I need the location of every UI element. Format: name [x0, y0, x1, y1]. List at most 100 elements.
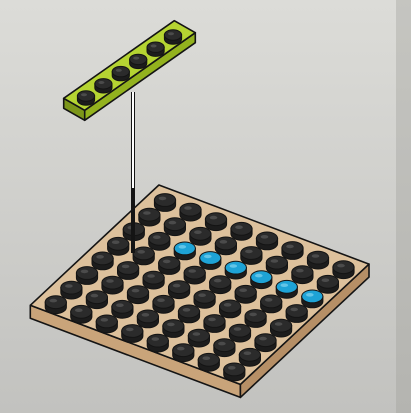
- stud-top: [139, 208, 160, 221]
- baseplate-stud: [61, 281, 82, 299]
- stud-highlight: [198, 293, 206, 297]
- plate-stud-top: [147, 42, 164, 52]
- stud-highlight: [188, 269, 196, 273]
- stud-highlight: [218, 342, 226, 346]
- stud-highlight: [106, 279, 114, 283]
- stud-highlight: [116, 303, 124, 307]
- stud-top: [147, 334, 168, 347]
- baseplate-stud: [215, 237, 236, 255]
- baseplate-stud: [173, 344, 194, 362]
- baseplate-stud: [127, 286, 148, 304]
- stud-top: [92, 252, 113, 265]
- stud-top: [215, 237, 236, 250]
- stud-top: [271, 319, 292, 332]
- stud-top: [225, 261, 246, 274]
- stud-top: [133, 247, 154, 260]
- stud-highlight: [96, 255, 104, 259]
- plate-stud-highlight: [116, 69, 122, 72]
- baseplate-stud: [188, 329, 209, 347]
- plate-stud-top: [95, 79, 112, 89]
- baseplate-stud: [86, 291, 107, 309]
- baseplate-stud: [317, 275, 338, 293]
- plate-stud: [95, 79, 112, 93]
- stud-highlight: [224, 303, 232, 307]
- baseplate-stud: [163, 320, 184, 338]
- stud-highlight: [122, 265, 130, 269]
- baseplate-stud: [133, 247, 154, 265]
- stud-top: [198, 353, 219, 366]
- stud-highlight: [322, 278, 330, 282]
- stud-highlight: [230, 264, 238, 268]
- baseplate-stud: [307, 251, 328, 269]
- baseplate-stud: [204, 315, 225, 333]
- stud-top: [127, 286, 148, 299]
- stud-top: [173, 344, 194, 357]
- stud-highlight: [143, 211, 151, 215]
- baseplate-stud: [333, 261, 354, 279]
- baseplate-stud: [286, 305, 307, 323]
- stud-highlight: [259, 337, 267, 341]
- stud-top: [190, 227, 211, 240]
- stud-top: [282, 242, 303, 255]
- stud-highlight: [137, 250, 145, 254]
- stud-top: [188, 329, 209, 342]
- baseplate-stud: [169, 281, 190, 299]
- baseplate-stud: [210, 276, 231, 294]
- plate-stud-highlight: [168, 32, 174, 35]
- baseplate-stud: [153, 295, 174, 313]
- stud-top: [220, 300, 241, 313]
- plate-stud: [77, 91, 94, 105]
- stud-highlight: [214, 279, 222, 283]
- stud-top: [239, 348, 260, 361]
- stud-top: [164, 218, 185, 231]
- stud-highlight: [153, 235, 161, 239]
- stud-top: [108, 237, 129, 250]
- baseplate-stud: [198, 353, 219, 371]
- baseplate-stud: [214, 339, 235, 357]
- stud-top: [333, 261, 354, 274]
- stud-top: [204, 315, 225, 328]
- baseplate-stud: [154, 194, 175, 212]
- baseplate-stud: [241, 247, 262, 265]
- stud-highlight: [255, 274, 263, 278]
- stud-top: [224, 363, 245, 376]
- stud-top: [256, 232, 277, 245]
- baseplate-stud: [108, 237, 129, 255]
- stud-top: [159, 257, 180, 270]
- stud-top: [231, 222, 252, 235]
- stud-top: [61, 281, 82, 294]
- baseplate-stud: [96, 315, 117, 333]
- baseplate-stud: [231, 222, 252, 240]
- baseplate-stud: [235, 285, 256, 303]
- stud-highlight: [239, 288, 247, 292]
- plate-stud-top: [130, 54, 147, 64]
- baseplate-stud: [255, 334, 276, 352]
- stud-top: [184, 266, 205, 279]
- stud-highlight: [167, 323, 175, 327]
- stud-top: [292, 266, 313, 279]
- baseplate-stud: [164, 218, 185, 236]
- baseplate-stud: [180, 203, 201, 221]
- target-stud: [225, 261, 246, 279]
- stud-top: [71, 305, 92, 318]
- stud-top: [261, 295, 282, 308]
- stud-top: [137, 310, 158, 323]
- stud-highlight: [204, 255, 212, 259]
- baseplate-stud: [92, 252, 113, 270]
- baseplate-stud: [102, 276, 123, 294]
- stud-top: [174, 242, 195, 255]
- baseplate-stud: [159, 257, 180, 275]
- stud-highlight: [173, 284, 181, 288]
- plate-stud-highlight: [151, 44, 157, 47]
- stud-top: [86, 291, 107, 304]
- plate-stud: [164, 30, 181, 44]
- plate-stud: [147, 42, 164, 56]
- plate-stud-highlight: [81, 93, 87, 96]
- stud-highlight: [245, 250, 253, 254]
- stud-highlight: [235, 225, 243, 229]
- baseplate-stud: [71, 305, 92, 323]
- stud-highlight: [220, 240, 228, 244]
- stud-top: [214, 339, 235, 352]
- baseplate-stud: [45, 296, 66, 314]
